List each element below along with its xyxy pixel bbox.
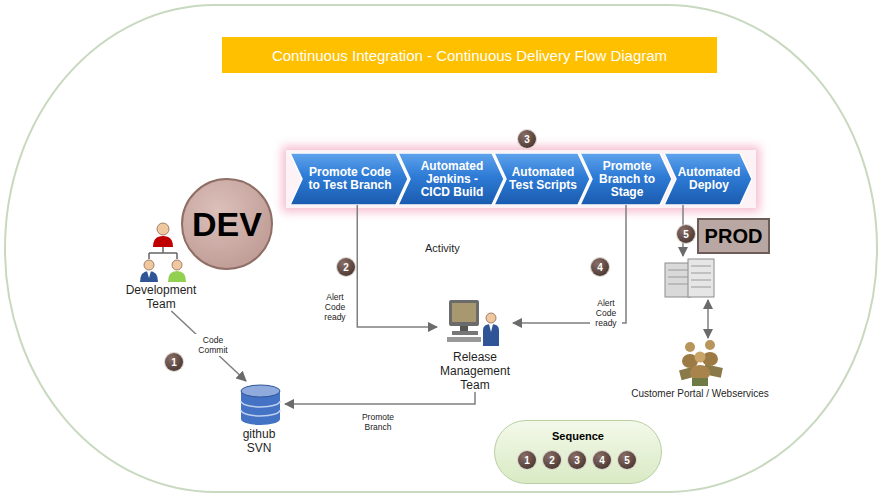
node-text: github SVN — [233, 427, 285, 455]
edge-label: Code Commit — [193, 334, 233, 356]
chevron-outline — [290, 153, 408, 205]
chevron-outline — [664, 153, 752, 205]
edge-label: Alert Code ready — [319, 291, 351, 323]
note-label: Activity — [425, 242, 460, 254]
node-text: Automated Deploy — [678, 166, 741, 192]
server-icon: PROD — [663, 256, 715, 300]
node-text: DEV — [192, 205, 262, 244]
band-ground — [286, 150, 756, 208]
customer-icon: Customer Portal / Webservices — [620, 338, 780, 400]
team-icon: Development Team — [118, 213, 204, 311]
chevron-outline — [398, 153, 504, 205]
node-text: PROD — [697, 218, 770, 254]
figure-part — [460, 326, 468, 331]
edge-label: Promote Branch — [356, 411, 400, 433]
workstation-figure — [447, 300, 499, 346]
figure-part — [489, 324, 493, 332]
chevron-outline — [494, 153, 590, 205]
figure-part — [705, 340, 715, 350]
customer-figure — [679, 340, 723, 386]
figure-part — [168, 271, 186, 282]
callout-number: 3 — [568, 451, 586, 469]
node-text: Promote Branch to Stage — [595, 160, 659, 199]
process-chevron: Promote Branch to Stage — [580, 153, 672, 205]
connector — [171, 311, 246, 381]
connector — [285, 392, 475, 404]
figure-part — [447, 337, 481, 342]
callout-number: 5 — [677, 225, 695, 243]
repository-icon: github SVN — [233, 381, 285, 455]
figure-part — [241, 385, 280, 397]
figure-part — [147, 271, 151, 278]
node-text: Release Management Team — [437, 350, 513, 392]
band-glow — [282, 146, 760, 212]
node-text: Automated Test Scripts — [509, 166, 577, 192]
title-text: Continuous Integration - Continuous Deli… — [272, 47, 667, 64]
node-text: Development Team — [118, 283, 204, 311]
figure-part — [144, 260, 154, 270]
process-chevron: Promote Code to Test Branch — [290, 153, 408, 205]
database-figure — [241, 385, 280, 425]
figure-part — [153, 236, 173, 247]
process-chevron: Automated Jenkins - CICD Build — [398, 153, 504, 205]
release-team-icon: Release Management Team — [437, 298, 513, 392]
figure-part — [452, 331, 478, 335]
edge-label: Alert Code ready — [590, 297, 622, 329]
process-chevron: Automated Test Scripts — [494, 153, 590, 205]
figure-part — [241, 401, 280, 416]
callout-number: 5 — [618, 451, 636, 469]
figure-part — [140, 271, 158, 282]
callout-number: 4 — [591, 258, 609, 276]
figure-part — [172, 260, 182, 270]
figure-part — [685, 342, 695, 352]
dev-circle: DEV — [181, 178, 273, 270]
node-text: Sequence — [495, 430, 661, 442]
callout-number: 3 — [518, 130, 536, 148]
figure-part — [486, 313, 496, 323]
node-text: Automated Jenkins - CICD Build — [413, 160, 491, 199]
callout-number: 1 — [165, 353, 183, 371]
outer-oval — [5, 5, 877, 492]
figure-part — [449, 300, 479, 326]
figure-part — [452, 303, 476, 322]
process-chevron: Automated Deploy — [664, 153, 752, 205]
figure-part — [665, 263, 691, 297]
server-figure — [665, 259, 714, 297]
callout-number: 2 — [543, 451, 561, 469]
connector — [707, 300, 709, 338]
figure-part — [688, 259, 714, 297]
callout-number: 1 — [518, 451, 536, 469]
team-figure — [140, 223, 186, 282]
figure-part — [695, 352, 706, 363]
title-bar: Continuous Integration - Continuous Deli… — [222, 37, 717, 73]
callout-number: 4 — [593, 451, 611, 469]
figure-part — [149, 247, 177, 259]
figure-part — [157, 223, 169, 235]
figure-part — [483, 324, 499, 346]
figure-part — [692, 378, 708, 386]
chevron-outline — [580, 153, 672, 205]
callout-number: 2 — [337, 258, 355, 276]
connector — [357, 205, 437, 327]
node-text: Promote Code to Test Branch — [305, 166, 395, 192]
node-text: Customer Portal / Webservices — [620, 388, 780, 400]
figure-part — [668, 266, 711, 287]
